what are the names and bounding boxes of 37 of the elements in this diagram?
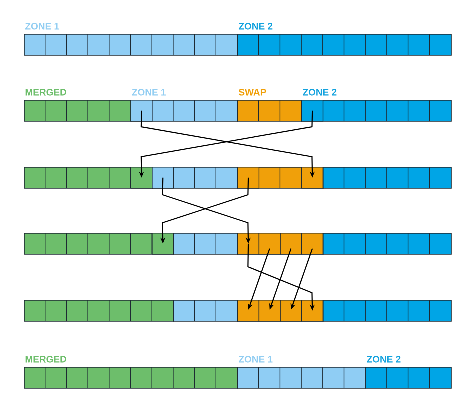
zone-label: MERGED [26, 89, 66, 96]
zone-label: MERGED [26, 356, 66, 363]
cell-strip [24, 34, 238, 56]
array-cell [130, 100, 153, 122]
cell-strip [366, 366, 452, 389]
array-cell [238, 167, 260, 189]
zone-label: ZONE 2 [238, 23, 273, 30]
cell-strip [173, 232, 238, 255]
array-cell [238, 300, 260, 322]
cell-strip [238, 366, 366, 389]
zone-label: ZONE 1 [238, 356, 273, 363]
array-cell [302, 233, 324, 255]
cell-strip [24, 366, 238, 389]
cell-strip [322, 232, 452, 255]
array-cell [238, 233, 260, 255]
array-cell [302, 300, 324, 322]
array-cell [302, 100, 324, 122]
zone-label: ZONE 2 [303, 89, 337, 96]
array-cell [130, 167, 153, 189]
array-cell [258, 233, 281, 255]
zone-label: SWAP [238, 89, 266, 96]
zone-label: ZONE 1 [132, 89, 166, 96]
zone-label: ZONE 1 [26, 23, 60, 30]
array-cell [280, 233, 302, 255]
cell-strip [238, 100, 302, 122]
array-cell [258, 300, 281, 322]
cell-strip [238, 34, 452, 56]
cell-strip [322, 166, 452, 189]
cell-strip [24, 300, 174, 322]
zone-label: ZONE 2 [367, 356, 401, 363]
array-cell [302, 167, 324, 189]
array-cell [152, 167, 174, 189]
array-cell [280, 300, 302, 322]
cell-strip [24, 100, 132, 122]
cell-strip [173, 300, 238, 322]
array-cell [152, 233, 174, 255]
cell-strip [322, 300, 452, 322]
